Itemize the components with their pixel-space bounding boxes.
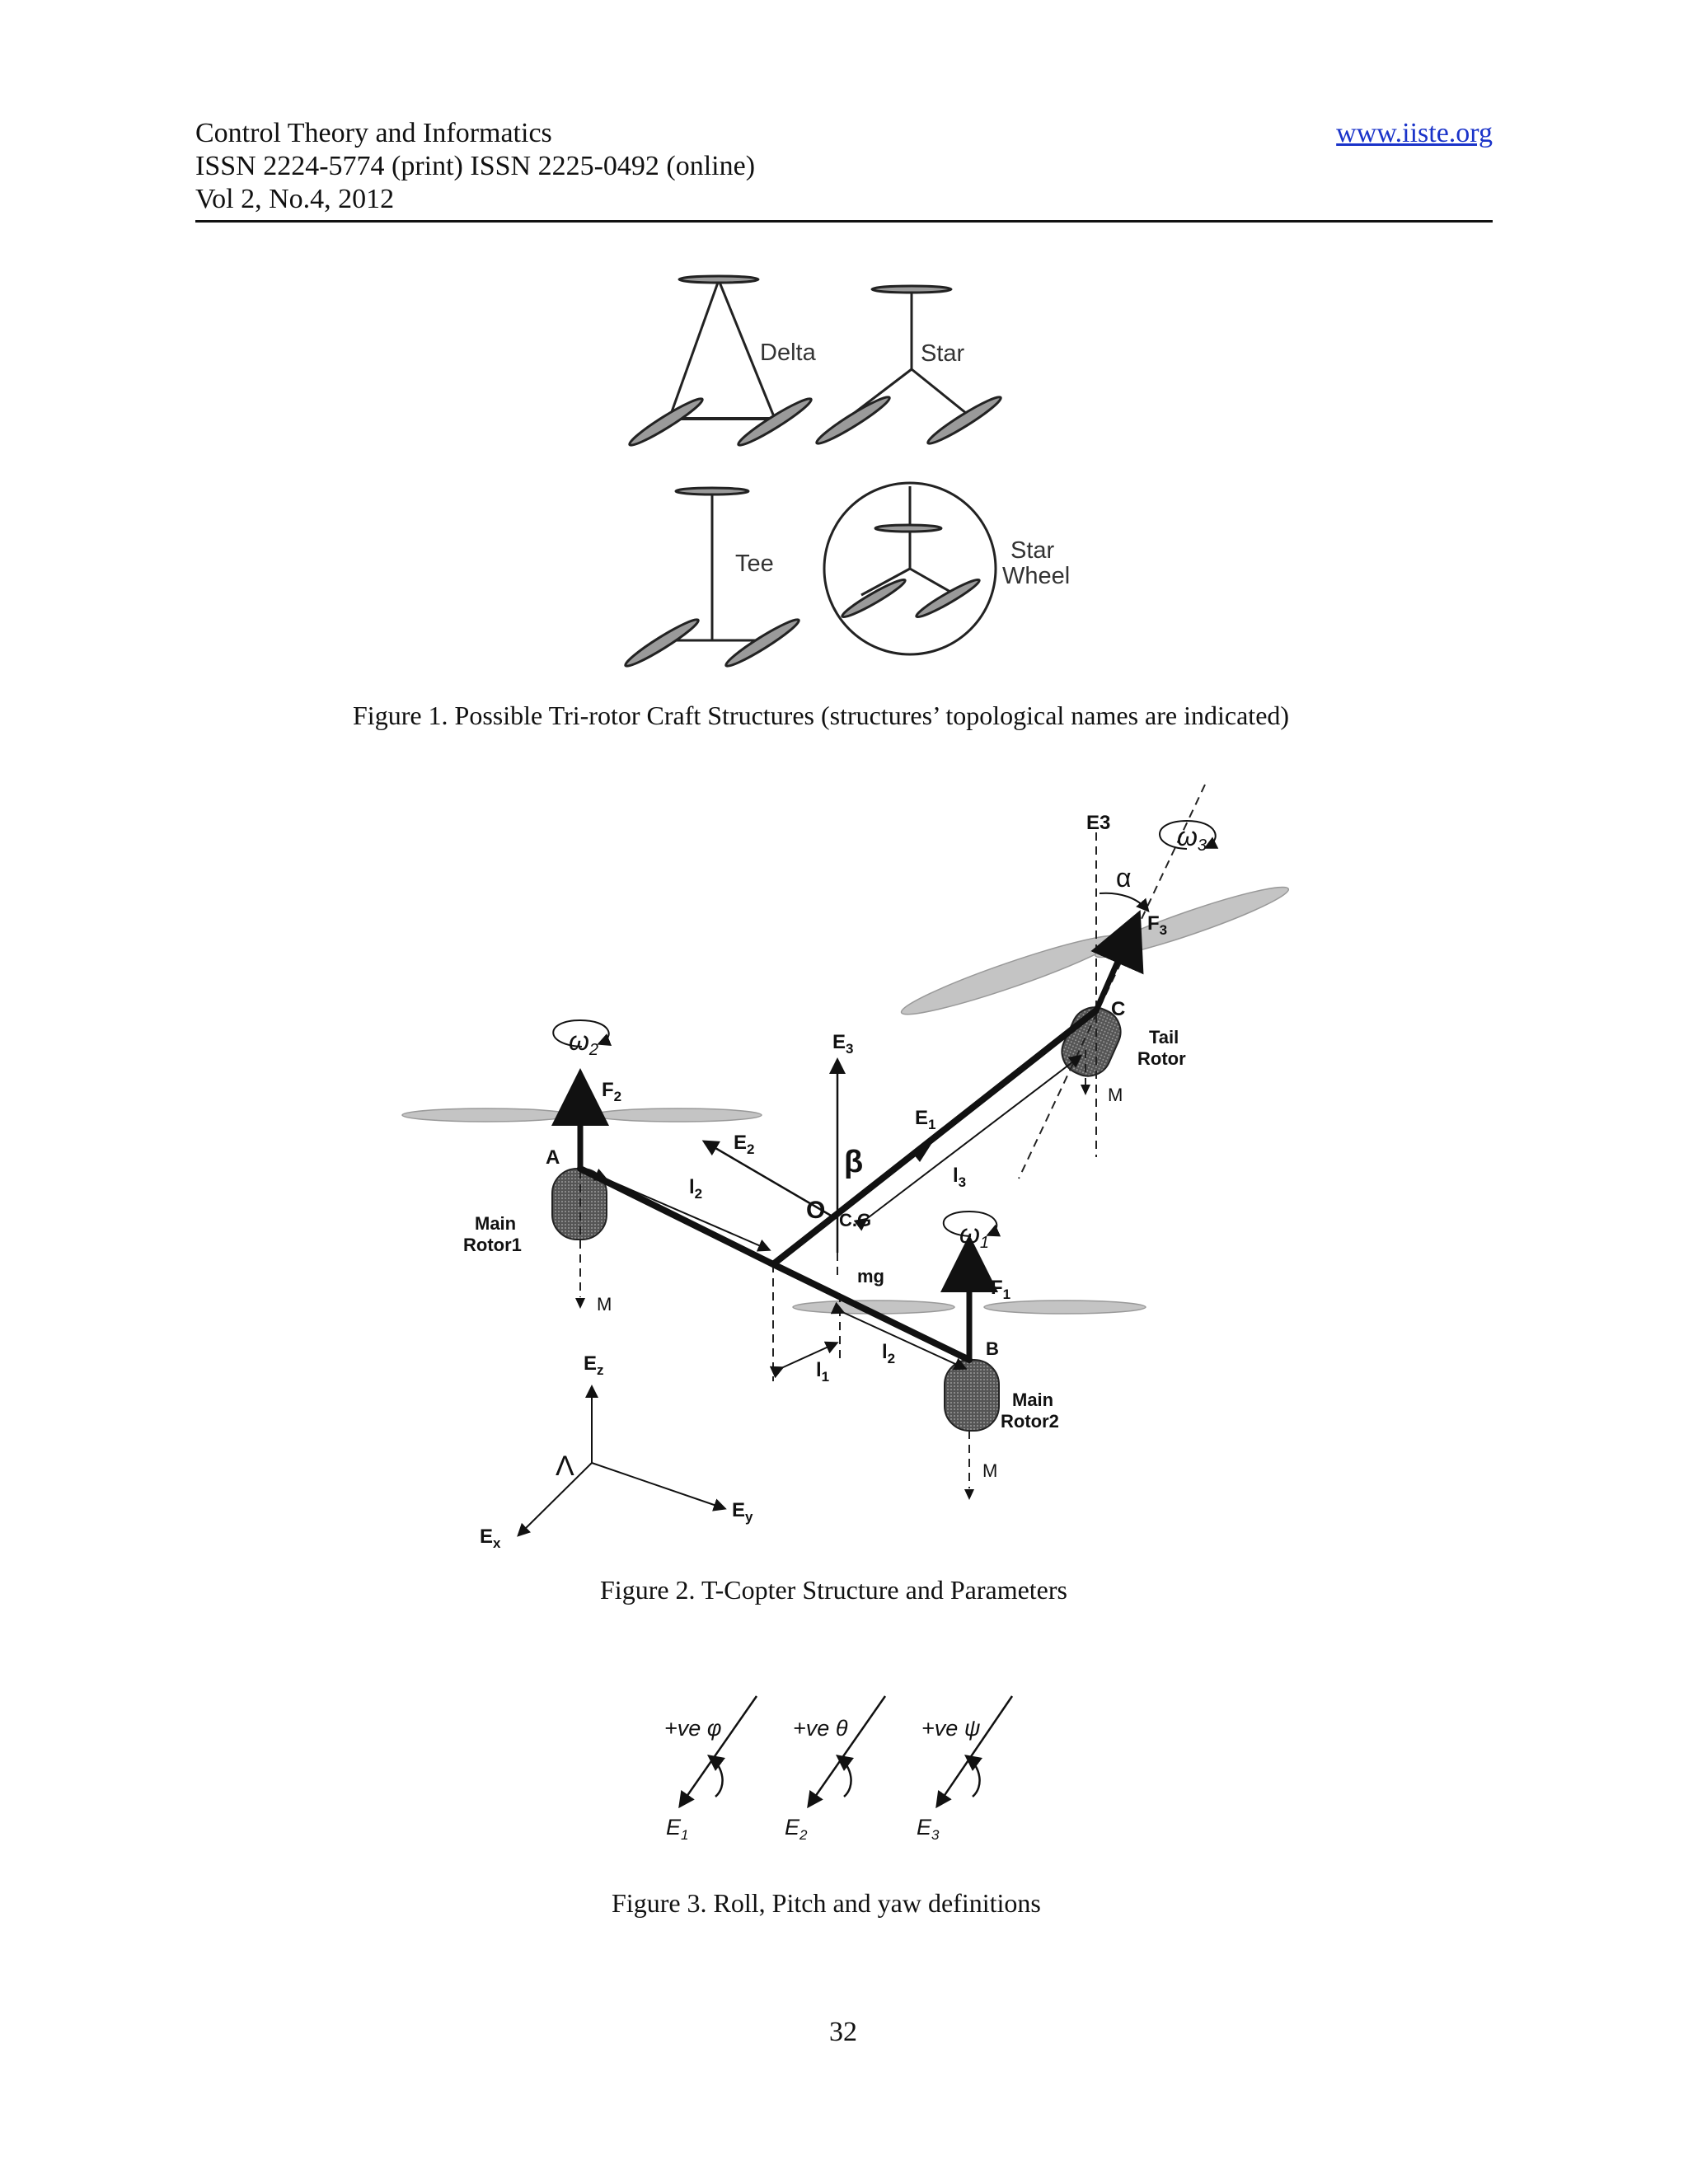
main-rotor1-label-2: Rotor1 bbox=[463, 1235, 522, 1255]
star-wheel-label-line2: Wheel bbox=[1002, 563, 1070, 589]
figure3-caption: Figure 3. Roll, Pitch and yaw definition… bbox=[612, 1888, 1041, 1918]
propeller-rotor2-right bbox=[983, 1300, 1146, 1315]
M-tail-label: M bbox=[1108, 1085, 1123, 1105]
F3-arrow bbox=[1090, 910, 1144, 1012]
main-rotor1-label-1: Main bbox=[475, 1213, 516, 1234]
figure1-caption: Figure 1. Possible Tri-rotor Craft Struc… bbox=[353, 701, 1290, 730]
beta-label: β bbox=[844, 1145, 863, 1179]
Ex-label: Ex bbox=[480, 1526, 501, 1551]
B-label: B bbox=[986, 1338, 999, 1359]
header-rule bbox=[195, 220, 1493, 223]
O-label: O bbox=[806, 1197, 825, 1224]
E3-body-label: E3 bbox=[832, 1031, 853, 1057]
l2-right-label: l2 bbox=[882, 1341, 895, 1366]
yaw-definition bbox=[935, 1695, 1014, 1809]
omega3-label: ω3 bbox=[1177, 822, 1207, 855]
star-structure bbox=[815, 284, 1002, 445]
yaw-axis-label: E3 bbox=[917, 1815, 940, 1843]
issn-line: ISSN 2224-5774 (print) ISSN 2225-0492 (o… bbox=[195, 151, 756, 181]
M-left-label: M bbox=[597, 1294, 612, 1315]
mg-label: mg bbox=[857, 1266, 884, 1286]
delta-structure bbox=[628, 274, 813, 447]
tee-label: Tee bbox=[735, 551, 774, 577]
dimension-lines bbox=[593, 1054, 1083, 1379]
F1-label: F1 bbox=[991, 1277, 1010, 1302]
omega2-label: ω2 bbox=[569, 1026, 598, 1059]
main-rotor2-label-1: Main bbox=[1012, 1390, 1053, 1410]
page-number: 32 bbox=[829, 2017, 857, 2047]
weight-arrowheads bbox=[575, 1085, 1090, 1500]
F3-label: F3 bbox=[1147, 912, 1167, 938]
tail-rotor-label-2: Rotor bbox=[1137, 1048, 1186, 1069]
roll-definition bbox=[678, 1695, 758, 1809]
omega1-label: ω1 bbox=[959, 1219, 989, 1252]
delta-label: Delta bbox=[760, 340, 817, 366]
rotation-arrows bbox=[552, 819, 1219, 1237]
E1-label: E1 bbox=[915, 1107, 935, 1132]
propellers bbox=[401, 886, 1290, 1315]
pitch-sign-label: +ve θ bbox=[793, 1716, 848, 1741]
l3-label: l3 bbox=[953, 1165, 966, 1190]
l1-label: l1 bbox=[816, 1359, 829, 1385]
pitch-definition bbox=[807, 1695, 887, 1809]
main-rotor2-label-2: Rotor2 bbox=[1001, 1411, 1059, 1432]
M-bottom-label: M bbox=[982, 1460, 997, 1481]
pitch-axis-label: E2 bbox=[785, 1815, 808, 1843]
Ez-label: Ez bbox=[584, 1352, 604, 1378]
A-label: A bbox=[546, 1146, 560, 1169]
E3-top-label: E3 bbox=[1086, 812, 1110, 834]
Ey-label: Ey bbox=[732, 1499, 753, 1525]
tail-rotor-label-1: Tail bbox=[1149, 1027, 1179, 1047]
star-wheel-structure bbox=[823, 481, 997, 656]
alpha-label: α bbox=[1116, 863, 1132, 893]
figure2-caption: Figure 2. T-Copter Structure and Paramet… bbox=[600, 1575, 1067, 1605]
star-wheel-label-line1: Star bbox=[1010, 537, 1055, 564]
roll-axis-label: E1 bbox=[666, 1815, 688, 1843]
F2-label: F2 bbox=[602, 1079, 621, 1104]
website-link[interactable]: www.iiste.org bbox=[1336, 118, 1493, 148]
journal-title: Control Theory and Informatics bbox=[195, 118, 552, 148]
star-label: Star bbox=[921, 340, 965, 367]
C-label: C bbox=[1111, 998, 1125, 1020]
volume-line: Vol 2, No.4, 2012 bbox=[195, 184, 395, 214]
tee-structure bbox=[624, 486, 800, 668]
E2-label: E2 bbox=[734, 1132, 754, 1157]
CG-label: C.G bbox=[839, 1210, 871, 1230]
l2-left-label: l2 bbox=[689, 1176, 702, 1202]
page-header: Control Theory and Informatics ISSN 2224… bbox=[195, 115, 1493, 223]
roll-sign-label: +ve φ bbox=[664, 1716, 721, 1741]
inertial-frame bbox=[517, 1385, 727, 1537]
yaw-sign-label: +ve ψ bbox=[921, 1716, 980, 1741]
lambda-label: Λ bbox=[556, 1451, 574, 1482]
